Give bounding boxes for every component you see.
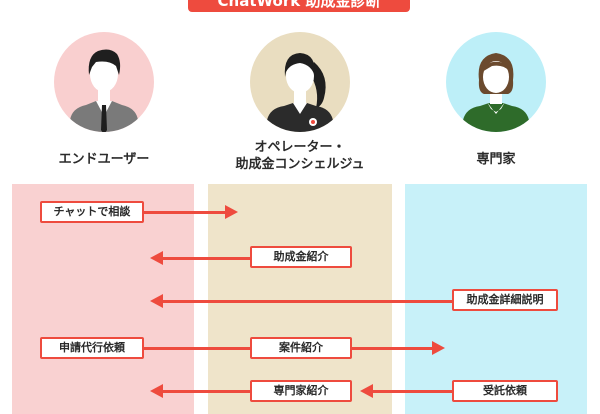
msg-subsidy-detail: 助成金詳細説明: [452, 289, 558, 311]
msg-chat-consult: チャットで相談: [40, 201, 144, 223]
msg-application-request: 申請代行依頼: [40, 337, 144, 359]
operator-label-line2: 助成金コンシェルジュ: [235, 157, 365, 172]
end-user-avatar: [54, 32, 154, 132]
operator-lane: [208, 184, 392, 414]
diagram-title: ChatWork 助成金診断: [188, 0, 410, 12]
msg-subsidy-intro: 助成金紹介: [250, 246, 352, 268]
end-user-label: エンドユーザー: [58, 152, 150, 167]
businessman-icon: [54, 32, 154, 132]
arrow-left-icon: [150, 251, 163, 265]
msg-accept-request: 受託依頼: [452, 380, 558, 402]
expert-woman-icon: [446, 32, 546, 132]
arrow-subsidy-detail: [150, 294, 558, 308]
arrow-right-icon: [432, 341, 445, 355]
expert-avatar: [446, 32, 546, 132]
operator-label: オペレーター・ 助成金コンシェルジュ: [200, 139, 400, 173]
operator-woman-icon: [250, 32, 350, 132]
operator-label-line1: オペレーター・: [254, 140, 346, 155]
operator-avatar: [250, 32, 350, 132]
arrow-left-icon: [150, 294, 163, 308]
msg-case-intro: 案件紹介: [250, 337, 352, 359]
expert-label: 専門家: [476, 152, 516, 167]
msg-expert-intro: 専門家紹介: [250, 380, 352, 402]
arrow-left-icon: [150, 384, 163, 398]
arrow-left-icon: [360, 384, 373, 398]
arrow-right-icon: [225, 205, 238, 219]
arrow-application-request: [40, 341, 445, 355]
